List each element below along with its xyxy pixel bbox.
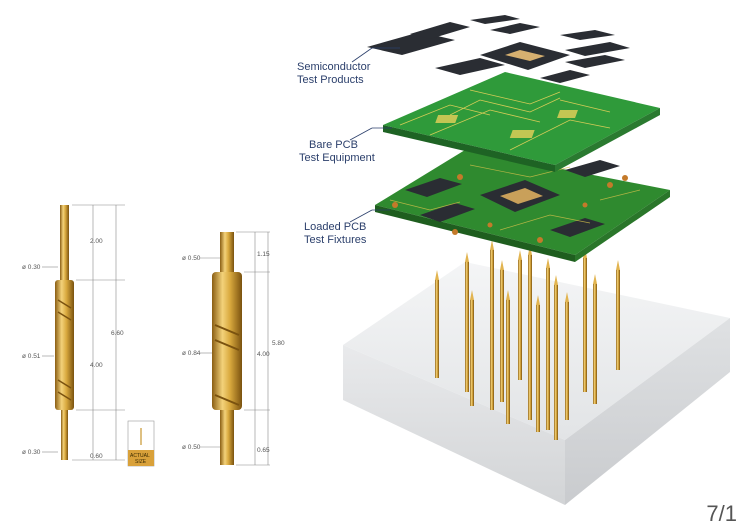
fixture-probe bbox=[593, 284, 597, 404]
probe-b-len-bottom: 0.65 bbox=[257, 447, 270, 454]
probe-a-len-bottom: 0.60 bbox=[90, 453, 103, 460]
fixture-probes bbox=[435, 240, 620, 440]
loaded-pcb bbox=[375, 150, 670, 262]
probe-b-len-total: 5.80 bbox=[272, 340, 285, 347]
fixture-probe-tip bbox=[616, 260, 620, 270]
fixture-probe-tip bbox=[518, 250, 522, 260]
fixture-probe bbox=[500, 270, 504, 402]
bare-pcb-label-line2: Test Equipment bbox=[299, 152, 375, 164]
fixture-probe bbox=[465, 262, 469, 392]
fixture-probe-tip bbox=[546, 258, 550, 268]
probe-a-len-top: 2.00 bbox=[90, 238, 103, 245]
layer-labels: Semiconductor Test Products Bare PCB Tes… bbox=[297, 47, 400, 246]
probe-b-barrel bbox=[212, 272, 242, 410]
semiconductor-label-line2: Test Products bbox=[297, 74, 364, 86]
probe-a-len-mid: 4.00 bbox=[90, 362, 103, 369]
probe-b-dia-bottom: ø 0.50 bbox=[182, 444, 201, 451]
probe-b-tip bbox=[220, 232, 234, 272]
probe-b: ø 0.50 ø 0.84 ø 0.50 1.15 5.80 4.00 0.65 bbox=[182, 231, 285, 466]
actual-size-box: ACTUAL SIZE bbox=[127, 420, 155, 467]
fixture-probe-tip bbox=[593, 274, 597, 284]
fixture-probe bbox=[616, 270, 620, 370]
semiconductor-label-line1: Semiconductor bbox=[297, 61, 371, 73]
fixture-probe-tip bbox=[500, 260, 504, 270]
fixture-probe bbox=[435, 280, 439, 378]
probe-b-len-mid: 4.00 bbox=[257, 351, 270, 358]
fixture-probe bbox=[528, 255, 532, 420]
semiconductor-chips bbox=[367, 15, 630, 83]
fixture-probe bbox=[518, 260, 522, 380]
probe-a-tip bbox=[60, 205, 69, 280]
probe-a-dia-top: ø 0.30 bbox=[22, 264, 41, 271]
fixture-probe bbox=[470, 300, 474, 406]
fixture-probe-tip bbox=[565, 292, 569, 302]
fixture-probe-tip bbox=[435, 270, 439, 280]
fixture-probe-tip bbox=[470, 290, 474, 300]
fixture-probe bbox=[506, 300, 510, 424]
probe-a-dia-bottom: ø 0.30 bbox=[22, 449, 41, 456]
fixture-probe-tip bbox=[465, 252, 469, 262]
actual-size-line2: SIZE bbox=[135, 459, 147, 465]
fixture-probe-tip bbox=[506, 290, 510, 300]
fixture-probe bbox=[565, 302, 569, 420]
page-number: 7/1 bbox=[706, 501, 737, 526]
probe-a-plunger bbox=[61, 410, 68, 460]
probe-a: ø 0.30 ø 0.51 ø 0.30 2.00 6.60 4.00 0.60 bbox=[22, 204, 125, 461]
actual-size-line1: ACTUAL bbox=[130, 453, 150, 459]
fixture-probe-tip bbox=[554, 275, 558, 285]
probe-b-dia-mid: ø 0.84 bbox=[182, 350, 201, 357]
probe-b-len-top: 1.15 bbox=[257, 251, 270, 258]
fixture-probe bbox=[490, 250, 494, 410]
bare-pcb-label-line1: Bare PCB bbox=[309, 139, 358, 151]
bare-pcb bbox=[383, 72, 660, 172]
loaded-pcb-label-line2: Test Fixtures bbox=[304, 234, 367, 246]
loaded-pcb-label-line1: Loaded PCB bbox=[304, 221, 366, 233]
fixture-probe bbox=[583, 258, 587, 392]
probe-b-plunger bbox=[220, 410, 234, 465]
probe-a-barrel bbox=[55, 280, 74, 410]
fixture-probe bbox=[546, 268, 550, 430]
probe-b-dia-top: ø 0.50 bbox=[182, 255, 201, 262]
fixture-probe bbox=[536, 305, 540, 432]
fixture-probe bbox=[554, 285, 558, 440]
probe-a-len-total: 6.60 bbox=[111, 330, 124, 337]
fixture-probe-tip bbox=[490, 240, 494, 250]
fixture-probe-tip bbox=[536, 295, 540, 305]
probe-a-dia-mid: ø 0.51 bbox=[22, 353, 41, 360]
